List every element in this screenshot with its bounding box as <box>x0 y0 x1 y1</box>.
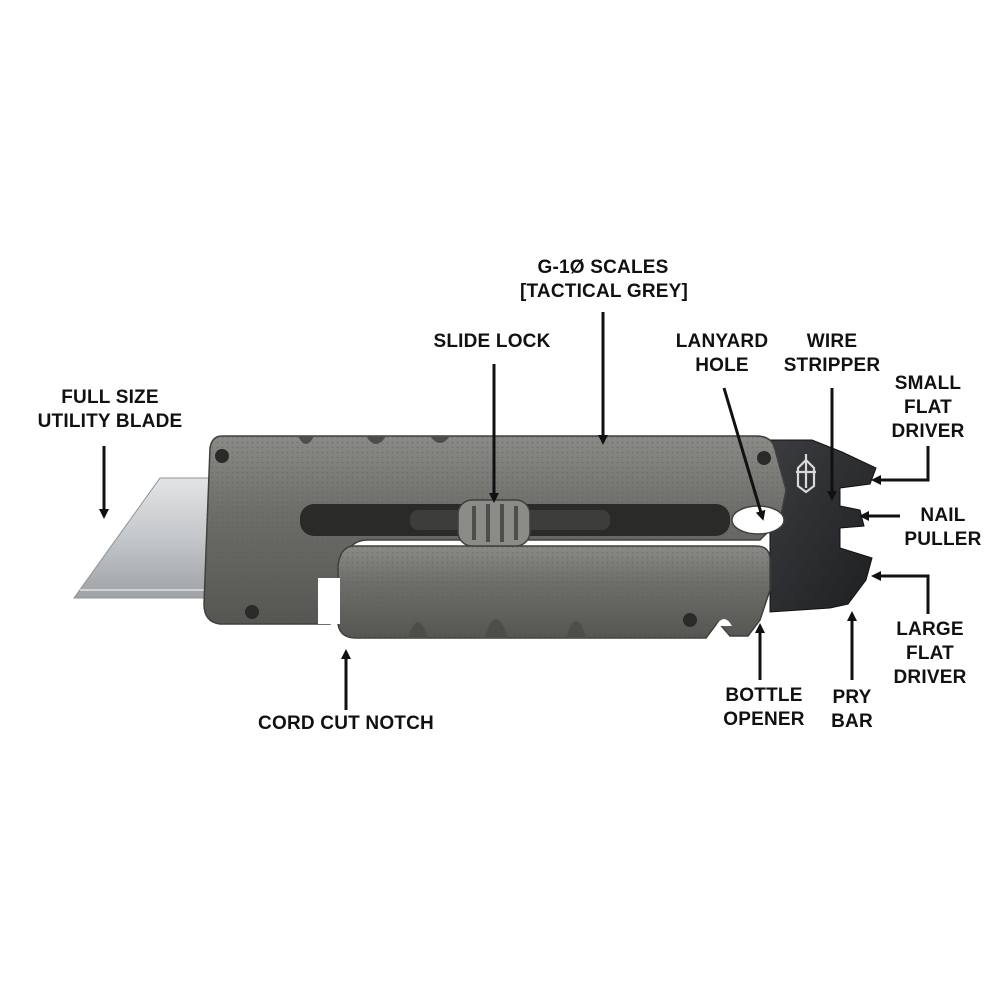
label-bottle-opener: BOTTLE OPENER <box>723 685 805 730</box>
screw <box>757 451 771 465</box>
label-slide-lock: SLIDE LOCK <box>433 331 551 352</box>
label-cord-cut-notch: CORD CUT NOTCH <box>258 713 434 734</box>
lower-handle-texture <box>338 546 770 638</box>
screw <box>245 605 259 619</box>
screw <box>683 613 697 627</box>
grip-groove <box>298 436 314 444</box>
steel-tool-head <box>769 439 877 613</box>
grip-groove <box>484 619 508 638</box>
cord-cut-notch <box>318 578 340 624</box>
arrow-small-flat-driver <box>871 446 930 485</box>
screw <box>215 449 229 463</box>
label-nail-puller: NAIL PULLER <box>904 505 982 550</box>
label-large-flat-driver: LARGE FLAT DRIVER <box>893 619 967 688</box>
arrow-lanyard-hole <box>722 387 766 521</box>
gerber-logo-icon <box>796 454 816 494</box>
grip-groove <box>366 436 386 444</box>
bottle-opener <box>716 619 732 626</box>
slide-lock-thumb <box>457 499 531 547</box>
label-full-size-utility-blade: FULL SIZE UTILITY BLADE <box>37 387 183 432</box>
lanyard-hole <box>731 505 785 535</box>
label-lanyard-hole: LANYARD HOLE <box>675 331 769 376</box>
grip-groove <box>408 622 428 638</box>
callout-arrows <box>99 312 930 710</box>
label-g10-scales: G-1Ø SCALES [TACTICAL GREY] <box>520 257 689 302</box>
arrow-large-flat-driver <box>871 571 930 614</box>
grip-groove <box>566 621 586 638</box>
label-small-flat-driver: SMALL FLAT DRIVER <box>891 373 965 442</box>
label-pry-bar: PRY BAR <box>831 687 873 732</box>
grip-groove <box>430 436 450 443</box>
label-wire-stripper: WIRE STRIPPER <box>783 331 881 376</box>
